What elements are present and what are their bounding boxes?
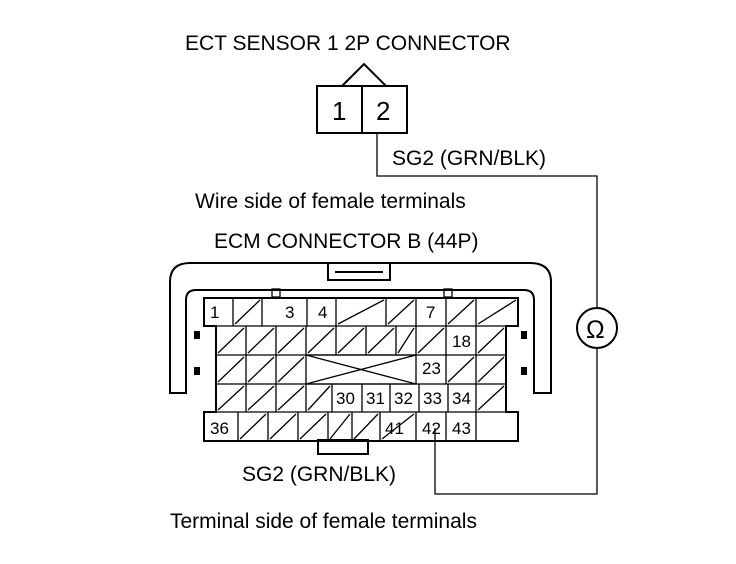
ecm-empty-cavity — [337, 327, 365, 354]
ecm-empty-cavity — [217, 327, 245, 354]
ect-connector: 1 2 — [316, 62, 408, 134]
sg2-wire-bottom — [434, 348, 598, 495]
ecm-empty-cavity — [307, 385, 331, 411]
ecm-pin-36: 36 — [210, 419, 229, 438]
ecm-empty-cavity — [277, 385, 305, 411]
ecm-connector-title: ECM CONNECTOR B (44P) — [214, 230, 478, 253]
ecm-empty-cavity — [447, 299, 475, 325]
sg2-bottom-label: SG2 (GRN/BLK) — [242, 463, 396, 486]
ecm-empty-cavity — [307, 327, 335, 354]
ecm-empty-cavity — [234, 299, 261, 325]
wire-side-label: Wire side of female terminals — [195, 190, 466, 213]
ecm-empty-cavity — [397, 327, 415, 354]
sg2-top-label: SG2 (GRN/BLK) — [392, 147, 546, 170]
ecm-empty-cavity — [269, 413, 297, 440]
ecm-pin-32: 32 — [394, 389, 413, 408]
ecm-empty-cavity — [387, 299, 415, 325]
ecm-empty-cavity — [247, 327, 275, 354]
ecm-empty-cavity — [477, 299, 517, 325]
ecm-empty-cavity — [277, 327, 305, 354]
ohm-symbol: Ω — [586, 316, 605, 344]
ecm-empty-cavity — [417, 327, 445, 354]
ect-connector-title: ECT SENSOR 1 2P CONNECTOR — [185, 32, 511, 55]
ecm-empty-cavity — [477, 385, 505, 411]
ecm-empty-cavity — [329, 413, 351, 440]
ecm-pin-3: 3 — [285, 303, 294, 322]
ect-pin-2: 2 — [376, 96, 390, 126]
ecm-empty-cavity — [381, 413, 415, 440]
ecm-blank-cross — [305, 354, 417, 385]
ecm-connector: 1 3 4 7 18 23 30 31 32 33 34 36 41 42 43 — [169, 262, 552, 455]
ecm-latch — [327, 262, 391, 281]
ect-pin-1: 1 — [332, 96, 346, 126]
ecm-empty-cavity — [239, 413, 267, 440]
ohmmeter-icon: Ω — [576, 307, 618, 349]
ecm-pin-18: 18 — [452, 332, 471, 351]
ecm-pin-1: 1 — [210, 303, 219, 322]
ecm-pin-42: 42 — [422, 419, 441, 438]
sg2-wire-top — [376, 133, 598, 308]
ecm-empty-cavity — [477, 327, 505, 354]
ecm-bottom-key — [317, 439, 369, 455]
ecm-empty-cavity — [353, 413, 379, 440]
terminal-side-label: Terminal side of female terminals — [170, 510, 477, 533]
ecm-pin-23: 23 — [422, 359, 441, 378]
ecm-housing-outer — [169, 262, 552, 394]
ecm-pin-33: 33 — [423, 389, 442, 408]
ecm-terminal-grid — [203, 297, 519, 442]
ecm-pin-43: 43 — [452, 419, 471, 438]
ecm-empty-cavity — [477, 356, 505, 383]
ecm-pin-34: 34 — [452, 389, 471, 408]
ecm-empty-cavity — [247, 356, 275, 383]
ecm-pin-31: 31 — [366, 389, 385, 408]
ecm-empty-cavity — [337, 299, 385, 325]
ecm-empty-cavity — [217, 385, 245, 411]
ecm-pin-41: 41 — [385, 419, 404, 438]
ecm-empty-cavity — [447, 356, 475, 383]
ect-connector-lock-tab — [341, 62, 387, 87]
ecm-pin-7: 7 — [426, 303, 435, 322]
ecm-pin-30: 30 — [336, 389, 355, 408]
ecm-empty-cavity — [299, 413, 327, 440]
ecm-empty-cavity — [367, 327, 395, 354]
ecm-empty-cavity — [247, 385, 275, 411]
ecm-empty-cavity — [217, 356, 245, 383]
ecm-pin-4: 4 — [318, 303, 327, 322]
ecm-empty-cavity — [277, 356, 305, 383]
